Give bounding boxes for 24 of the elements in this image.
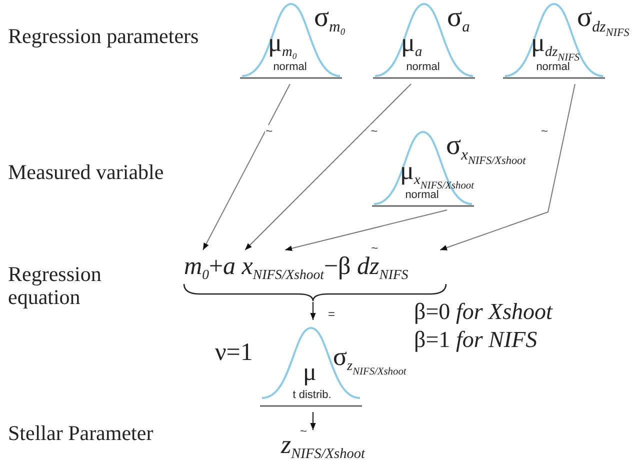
section-heading: Regression parameters bbox=[8, 26, 199, 47]
beta-condition: β=0 for Xshoot bbox=[414, 300, 552, 323]
mean-label: μ bbox=[303, 360, 316, 385]
arrow bbox=[284, 210, 448, 252]
distribution-name: normal bbox=[404, 190, 440, 201]
mean-label: μ$_{m₀}$ bbox=[268, 30, 298, 60]
distribution-name: normal bbox=[405, 62, 441, 73]
degrees-of-freedom-label: ν=1 bbox=[215, 340, 253, 365]
beta-condition: β=1 for NIFS bbox=[414, 328, 538, 351]
arrow bbox=[310, 412, 316, 430]
section-heading: Regression equation bbox=[8, 263, 102, 310]
arrow bbox=[310, 302, 316, 320]
section-heading: Measured variable bbox=[8, 162, 164, 183]
distribution-name: t distrib. bbox=[292, 390, 332, 401]
section-heading: Stellar Parameter bbox=[8, 423, 154, 444]
arrow bbox=[202, 84, 290, 250]
arrow bbox=[244, 84, 412, 250]
arrow bbox=[440, 84, 576, 250]
mean-label: μ$_{a}$ bbox=[401, 30, 422, 60]
regression-equation: m$_{0}$+a x$_{NIFS/Xshoot}$−β dz$_{NIFS}$ bbox=[184, 254, 408, 282]
sd-label: σ$_{a}$ bbox=[447, 4, 470, 35]
distribution-name: normal bbox=[535, 62, 571, 73]
distribution-name: normal bbox=[272, 62, 308, 73]
sd-label: σ$_{m₀}$ bbox=[314, 4, 346, 35]
